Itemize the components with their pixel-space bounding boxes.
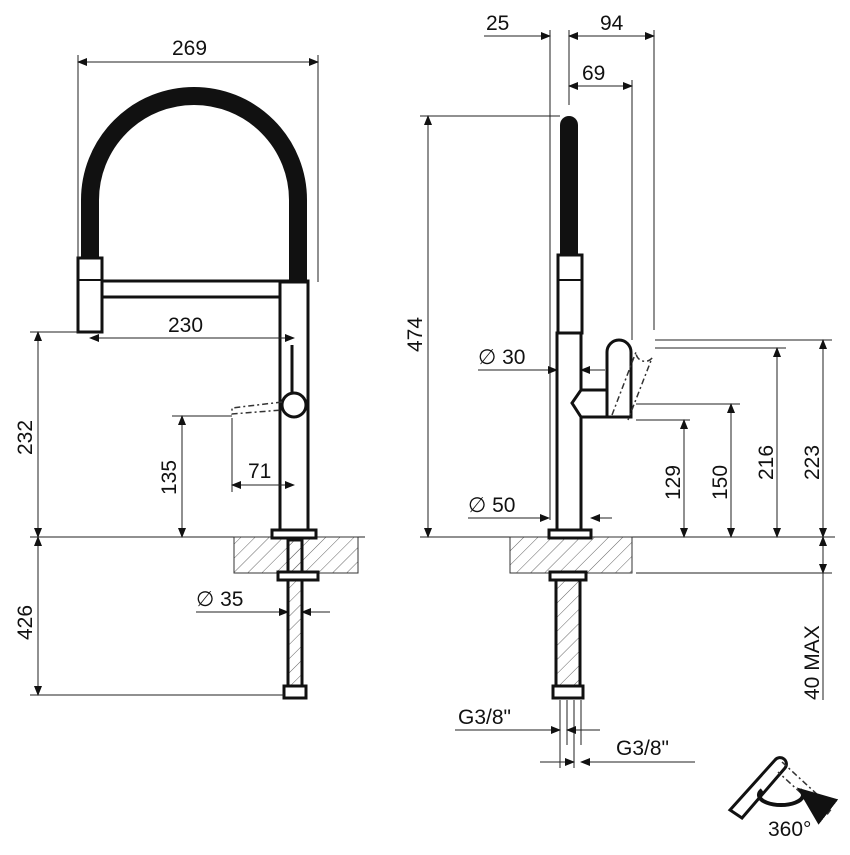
mounting-nut (276, 570, 320, 582)
dim-height-223: 223 (801, 445, 824, 480)
side-view: 25 94 69 474 ∅ 30 ∅ 50 129 150 216 223 4… (404, 12, 835, 768)
lever-side (605, 338, 633, 419)
spray-head-side (556, 253, 584, 335)
dim-lever-height: 135 (158, 460, 181, 495)
dim-spout-reach: 230 (168, 314, 203, 337)
dim-height-129: 129 (662, 465, 685, 500)
dim-height-150: 150 (709, 465, 732, 500)
dim-total-height: 474 (404, 317, 427, 352)
supply-hoses (554, 571, 582, 690)
countertop-section-side (509, 536, 633, 574)
dim-offset-25: 25 (486, 12, 509, 35)
dim-shank-length: 426 (14, 605, 37, 640)
faucet-body-side (555, 331, 583, 534)
spray-head (76, 256, 104, 334)
dim-body-diameter: ∅ 30 (478, 346, 526, 369)
supply-shank (286, 538, 304, 690)
dim-offset-69: 69 (582, 62, 605, 85)
dim-spout-height: 232 (14, 420, 37, 455)
dim-shank-diameter: ∅ 35 (196, 588, 244, 611)
dim-lever-offset: 71 (248, 460, 271, 483)
base-flange (270, 528, 318, 540)
dim-height-216: 216 (755, 445, 778, 480)
dim-base-diameter: ∅ 50 (468, 494, 516, 517)
flexible-hose (81, 87, 307, 282)
dim-overall-width: 269 (172, 37, 207, 60)
dim-connection-2: G3/8" (616, 737, 669, 760)
lever-knob (280, 391, 308, 419)
rotation-label: 360° (768, 818, 811, 841)
dim-connection-1: G3/8" (458, 706, 511, 729)
front-view: 269 230 232 135 71 ∅ 35 426 (14, 37, 365, 700)
dim-offset-94: 94 (600, 12, 624, 35)
spout-arm (80, 279, 310, 299)
hose-side (560, 116, 578, 255)
dim-deck-thickness: 40 MAX (801, 625, 824, 700)
rotation-360-icon: 360° (727, 756, 839, 841)
